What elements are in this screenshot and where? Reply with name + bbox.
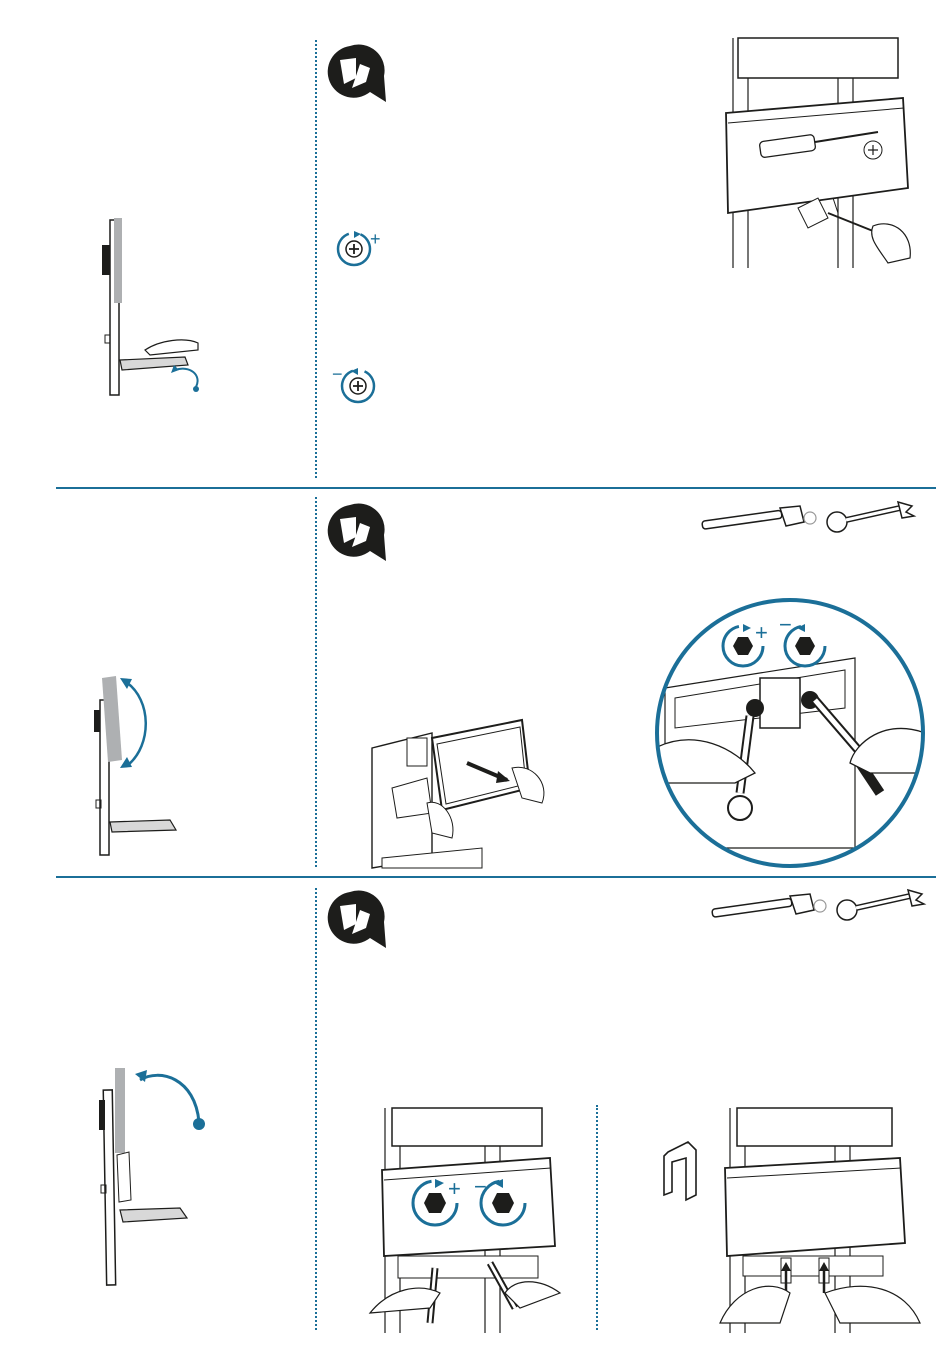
- column-divider-1: [315, 40, 317, 478]
- wrench-tool-icon: [322, 44, 390, 104]
- screwdriver-adjustment-illustration: [718, 38, 928, 268]
- minus-symbol: −: [474, 1174, 487, 1199]
- ratchet-and-wrench-tools-icon: [700, 498, 920, 538]
- cover-clip-part-illustration: [660, 1140, 700, 1202]
- tilt-tension-detail-illustration: + −: [655, 598, 925, 868]
- clockwise-screw-plus-icon: +: [334, 228, 382, 270]
- ratchet-and-wrench-tools-icon: [710, 886, 930, 926]
- wrench-tool-icon: [322, 890, 390, 950]
- side-view-display-tilt-diagram: [90, 670, 200, 855]
- wrench-tool-icon: [322, 503, 390, 563]
- side-view-display-fold-diagram: [95, 1060, 220, 1290]
- section-divider-1: [56, 487, 936, 489]
- column-divider-2: [315, 497, 317, 867]
- fold-tension-nut-adjustment-illustration: + −: [370, 1108, 570, 1333]
- minus-symbol: −: [332, 364, 343, 384]
- section-divider-2: [56, 876, 936, 878]
- sub-column-divider: [596, 1105, 598, 1330]
- plus-symbol: +: [448, 1176, 461, 1201]
- counterclockwise-screw-minus-icon: −: [332, 364, 380, 408]
- column-divider-3: [315, 888, 317, 1330]
- display-removal-illustration: [372, 718, 562, 868]
- plus-symbol: +: [755, 620, 768, 645]
- side-view-tray-lift-diagram: [90, 215, 210, 395]
- cover-reattach-illustration: [715, 1108, 930, 1333]
- plus-symbol: +: [370, 229, 381, 249]
- minus-symbol: −: [779, 612, 792, 637]
